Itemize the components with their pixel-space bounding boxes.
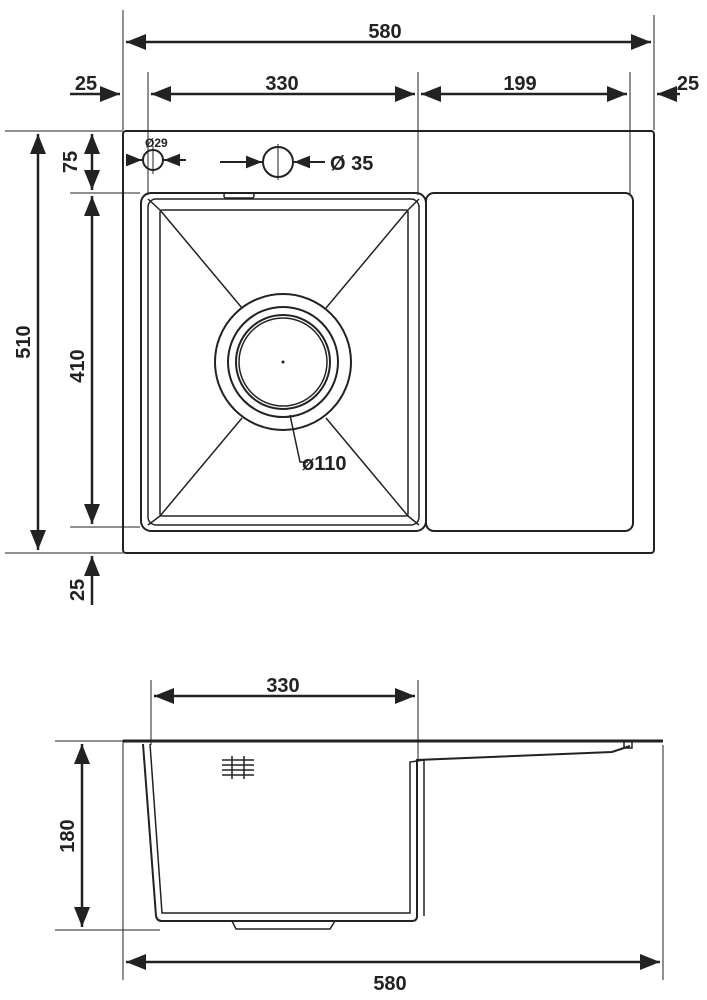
dimension-bottom-margin: 25 <box>67 556 100 605</box>
dim-580-bottom: 580 <box>373 973 406 995</box>
dimension-depth: 180 <box>57 744 90 927</box>
dim-410: 410 <box>67 349 89 382</box>
tap-hole-small-label: Ø29 <box>145 136 168 150</box>
bowl-profile <box>142 743 631 922</box>
drain-bottom <box>231 920 336 930</box>
sink-outline <box>122 130 655 554</box>
dim-510: 510 <box>13 325 35 358</box>
dimension-left-margin: 25 <box>70 73 120 102</box>
top-view: 580 25 330 199 25 510 <box>5 10 699 605</box>
dimension-side-overall-width: 580 <box>126 954 660 995</box>
dim-75: 75 <box>60 151 82 173</box>
dim-580-top: 580 <box>368 21 401 43</box>
drain: ø110 <box>214 293 352 475</box>
dim-330-top: 330 <box>265 73 298 95</box>
bowl <box>140 192 427 532</box>
dimension-right-margin: 25 <box>657 73 699 102</box>
dimension-bowl-width: 330 <box>151 73 415 102</box>
drain-diameter-label: ø110 <box>302 453 346 475</box>
dim-25-bottom: 25 <box>67 579 89 601</box>
dim-25-right: 25 <box>677 73 699 95</box>
tap-hole-large: Ø 35 <box>220 144 373 180</box>
dimension-overall-depth: 510 <box>13 134 46 550</box>
dim-180: 180 <box>57 819 79 852</box>
side-view: 330 180 580 <box>55 675 664 995</box>
dim-330-side: 330 <box>266 675 299 697</box>
overflow-detail <box>222 756 254 779</box>
tap-hole-small: Ø29 <box>126 136 186 174</box>
dimension-side-bowl-width: 330 <box>154 675 415 704</box>
drainboard <box>425 192 634 532</box>
dimension-top-margin: 75 <box>60 134 100 190</box>
dimension-drainboard-width: 199 <box>421 73 627 102</box>
tap-hole-large-label: Ø 35 <box>330 153 373 175</box>
dimension-overall-width: 580 <box>126 21 651 50</box>
dim-25-left: 25 <box>75 73 97 95</box>
dim-199: 199 <box>503 73 536 95</box>
dimension-bowl-depth: 410 <box>67 196 100 524</box>
